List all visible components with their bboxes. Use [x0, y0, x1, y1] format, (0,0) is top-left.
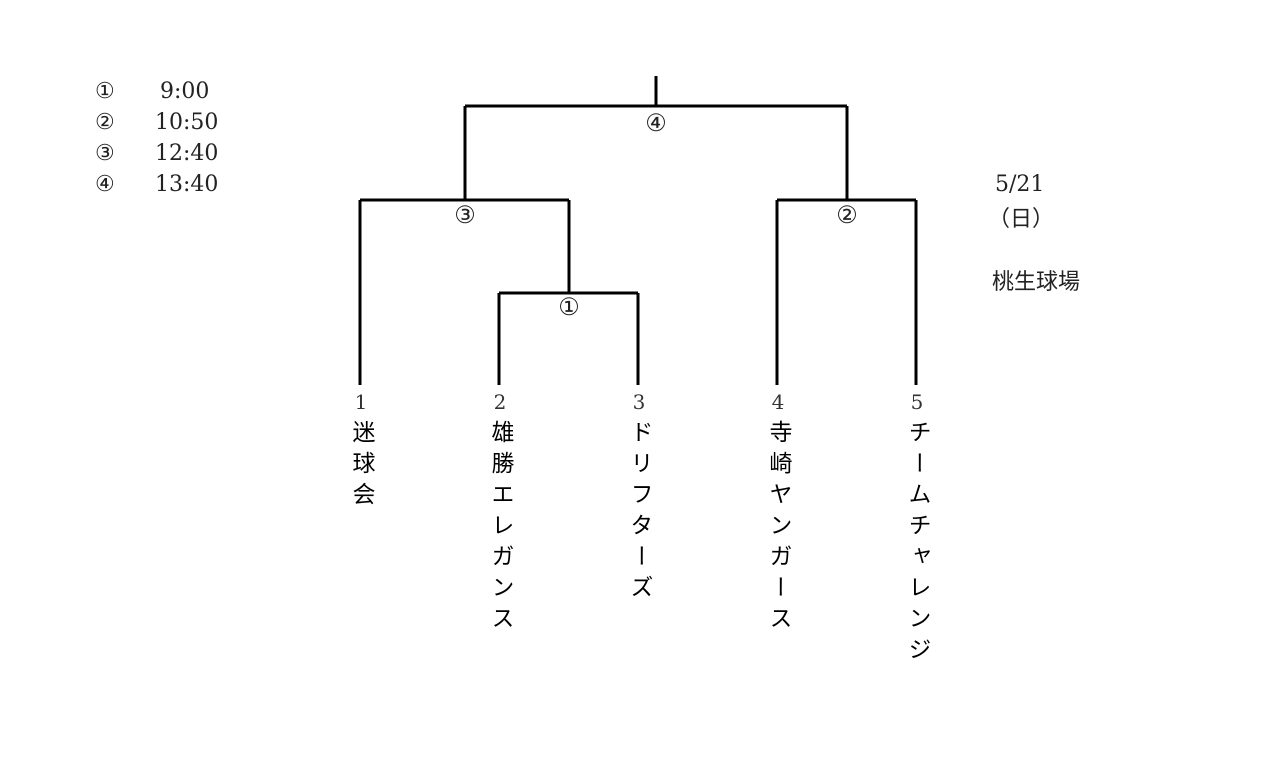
schedule-time: 10:50	[155, 110, 219, 135]
semifinal-left-line	[358, 198, 571, 385]
team-seed: 2	[493, 390, 507, 414]
final-line	[463, 76, 849, 200]
schedule-time: 12:40	[155, 141, 219, 166]
team-name: 寺崎ヤンガース	[765, 420, 791, 637]
event-venue: 桃生球場	[992, 270, 1081, 295]
team-seed: 5	[910, 390, 924, 414]
team-name: チームチャレンジ	[904, 420, 930, 668]
schedule-match: ③	[95, 141, 115, 166]
schedule-match: ②	[95, 110, 115, 135]
match-1-label: ①	[558, 293, 580, 321]
semifinal-right-line	[775, 198, 918, 385]
match-3-label: ③	[454, 201, 476, 229]
schedule-match: ①	[95, 79, 115, 104]
schedule-match: ④	[95, 172, 115, 197]
match-4-label: ④	[645, 109, 667, 137]
team-seed: 3	[632, 390, 646, 414]
event-date: 5/21	[995, 172, 1045, 197]
first-round-line	[497, 291, 640, 385]
team-name: 雄勝エレガンス	[487, 420, 513, 637]
schedule-time: 9:00	[160, 79, 210, 104]
schedule-time: 13:40	[155, 172, 219, 197]
team-name: 迷球会	[348, 420, 374, 513]
match-2-label: ②	[836, 201, 858, 229]
team-name: ドリフターズ	[626, 420, 652, 606]
team-seed: 1	[354, 390, 368, 414]
event-weekday: （日）	[988, 207, 1055, 232]
team-seed: 4	[771, 390, 785, 414]
